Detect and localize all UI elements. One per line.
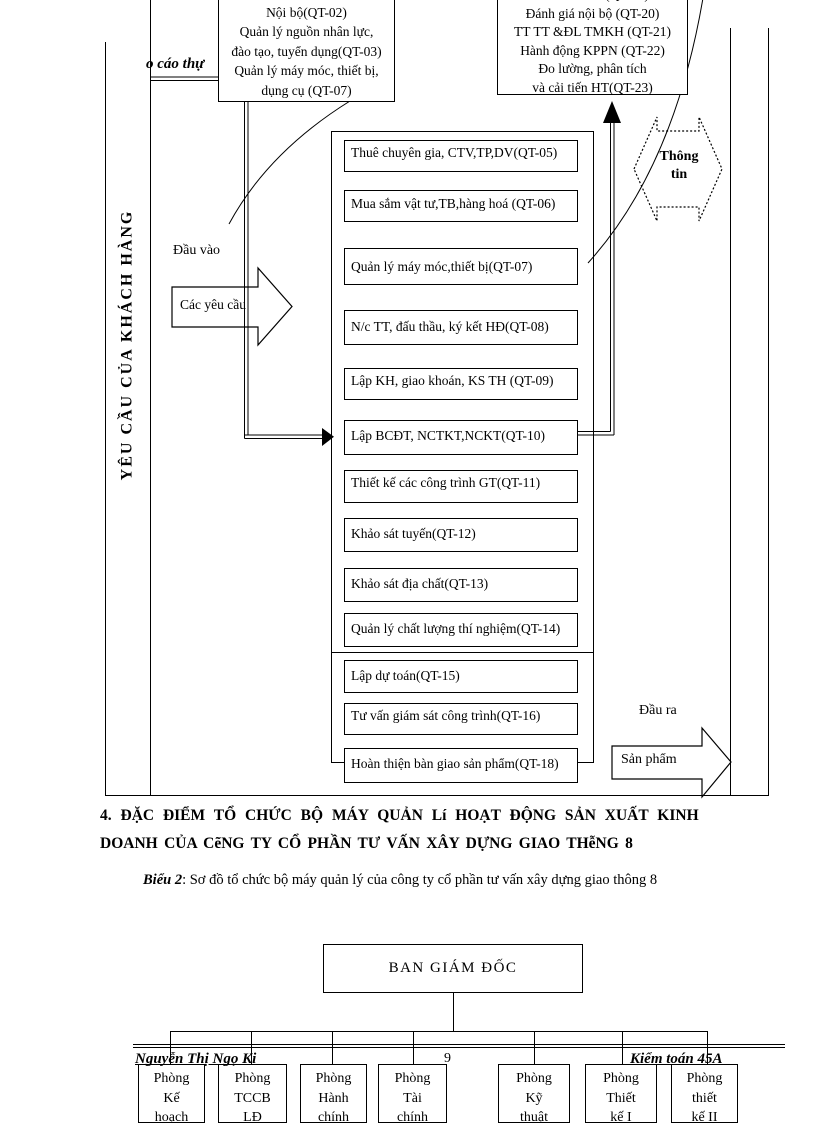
dept-line: chính xyxy=(396,1110,429,1123)
process-box-qt12: Khảo sát tuyến(QT-12) xyxy=(344,518,578,552)
org-root-box: BAN GIÁM ĐỐC xyxy=(323,944,583,993)
process-box-qt15: Lập dự toán(QT-15) xyxy=(344,660,578,693)
heading-line2: DOANH CỦA CẽNG TY CỔ PHẦN TƯ VẤN XÂY DỰN… xyxy=(100,835,633,852)
support-line: Nội bộ(QT-02) xyxy=(266,4,347,20)
measure-line: và cải tiến HT(QT-23) xyxy=(532,79,653,95)
dept-line: Phòng xyxy=(234,1071,271,1086)
customer-requirements-rail: YÊU CẦU CỦA KHÁCH HÀNG xyxy=(103,150,151,540)
dept-box-tai-chinh: Phòng Tài chính xyxy=(378,1064,447,1123)
dept-line: Phòng xyxy=(153,1071,190,1086)
dept-line: Phòng xyxy=(603,1071,639,1086)
caption-text: : Sơ đồ tổ chức bộ máy quản lý của công … xyxy=(182,872,658,888)
output-arrow-label: Sản phẩm xyxy=(621,752,677,767)
dept-line: Phòng xyxy=(686,1071,723,1086)
support-line: Quản lý nguồn nhân lực, xyxy=(239,24,374,39)
process-box-qt05: Thuê chuyên gia, CTV,TP,DV(QT-05) xyxy=(344,140,578,172)
process-box-qt13: Khảo sát địa chất(QT-13) xyxy=(344,568,578,602)
info-line1: Thông xyxy=(659,149,699,164)
dept-line: kế II xyxy=(691,1110,718,1123)
dept-line: Kỹ xyxy=(525,1090,543,1106)
measure-line: TT TT &ĐL TMKH (QT-21) xyxy=(514,24,671,39)
dept-line: Phòng xyxy=(315,1071,352,1086)
process-box-qt08: N/c TT, đấu thầu, ký kết HĐ(QT-08) xyxy=(344,310,578,345)
caption-label: Biểu 2 xyxy=(143,872,183,888)
section-heading: 4. ĐẶC ĐIỂM TỔ CHỨC BỘ MÁY QUẢN Lí HOẠT … xyxy=(100,802,762,858)
support-processes-box: Quản lý văn bản, thông tin Nội bộ(QT-02)… xyxy=(218,0,395,102)
input-label: Đầu vào xyxy=(173,243,221,258)
output-label: Đầu ra xyxy=(639,703,677,718)
measurement-processes-box: KS SP KPH (QT-19) Đánh giá nội bộ (QT-20… xyxy=(497,0,688,95)
dept-line: Phòng xyxy=(516,1071,552,1086)
footer-class: Kiểm toán 45A xyxy=(630,1051,723,1067)
dept-box-ke-hoach: Phòng Kế hoạch xyxy=(138,1064,205,1123)
footer-author: Nguyễn Thị Ngọ Ki xyxy=(135,1051,257,1067)
right-arrowhead xyxy=(322,428,334,446)
dept-line: Thiết xyxy=(606,1090,636,1106)
process-box-qt18: Hoàn thiện bàn giao sản phẩm(QT-18) xyxy=(344,748,578,783)
process-box-qt11: Thiết kế các công trình GT(QT-11) xyxy=(344,470,578,503)
dept-box-thiet-ke-1: Phòng Thiết kế I xyxy=(585,1064,657,1123)
dept-line: chính xyxy=(317,1110,350,1123)
page-number: 9 xyxy=(444,1051,451,1066)
dept-box-hanh-chinh: Phòng Hành chính xyxy=(300,1064,367,1123)
report-fragment-text: o cáo thự xyxy=(146,56,205,72)
measure-line: Đánh giá nội bộ (QT-20) xyxy=(525,5,660,21)
input-arrow-shape xyxy=(171,266,293,347)
process-box-qt07: Quản lý máy móc,thiết bị(QT-07) xyxy=(344,248,578,285)
measure-line: KS SP KPH (QT-19) xyxy=(498,0,687,5)
up-arrowhead xyxy=(603,101,621,123)
dept-line: Phòng xyxy=(394,1071,431,1086)
measure-line: Đo lường, phân tích xyxy=(538,61,647,76)
information-arrow-label: Thông tin xyxy=(645,148,713,184)
dept-line: hoạch xyxy=(154,1110,189,1123)
heading-line1: 4. ĐẶC ĐIỂM TỔ CHỨC BỘ MÁY QUẢN Lí HOẠT … xyxy=(100,807,699,824)
dept-box-ky-thuat: Phòng Kỹ thuật xyxy=(498,1064,570,1123)
dept-line: thuật xyxy=(520,1110,548,1123)
dept-line: kế I xyxy=(610,1110,632,1123)
dept-line: Hành xyxy=(318,1090,349,1106)
process-box-qt14: Quản lý chất lượng thí nghiệm(QT-14) xyxy=(344,613,578,647)
dept-line: LĐ xyxy=(243,1110,262,1123)
input-arrow-label: Các yêu cầu xyxy=(180,297,246,312)
process-box-qt06: Mua sắm vật tư,TB,hàng hoá (QT-06) xyxy=(344,190,578,222)
support-line: đào tạo, tuyển dụng(QT-03) xyxy=(231,43,382,59)
information-arrow-shape xyxy=(633,116,723,222)
figure-caption: Biểu 2: Sơ đồ tổ chức bộ máy quản lý của… xyxy=(143,872,793,889)
process-box-qt10: Lập BCĐT, NCTKT,NCKT(QT-10) xyxy=(344,420,578,455)
measure-line: Hành động KPPN (QT-22) xyxy=(520,42,665,58)
support-line: Quản lý máy móc, thiết bị, xyxy=(234,63,379,78)
support-line: dụng cụ (QT-07) xyxy=(261,82,352,98)
dept-box-tccb-ld: Phòng TCCB LĐ xyxy=(218,1064,287,1123)
info-line2: tin xyxy=(670,167,688,182)
dept-line: Kế xyxy=(163,1090,180,1106)
output-arrow-shape xyxy=(611,726,732,799)
dept-line: TCCB xyxy=(234,1090,271,1106)
process-box-qt16: Tư vấn giám sát công trình(QT-16) xyxy=(344,703,578,735)
customer-requirements-label: YÊU CẦU CỦA KHÁCH HÀNG xyxy=(118,209,136,481)
dept-line: thiết xyxy=(692,1090,717,1106)
process-box-qt09: Lập KH, giao khoán, KS TH (QT-09) xyxy=(344,368,578,400)
dept-box-thiet-ke-2: Phòng thiết kế II xyxy=(671,1064,738,1123)
dept-line: Tài xyxy=(403,1090,422,1106)
